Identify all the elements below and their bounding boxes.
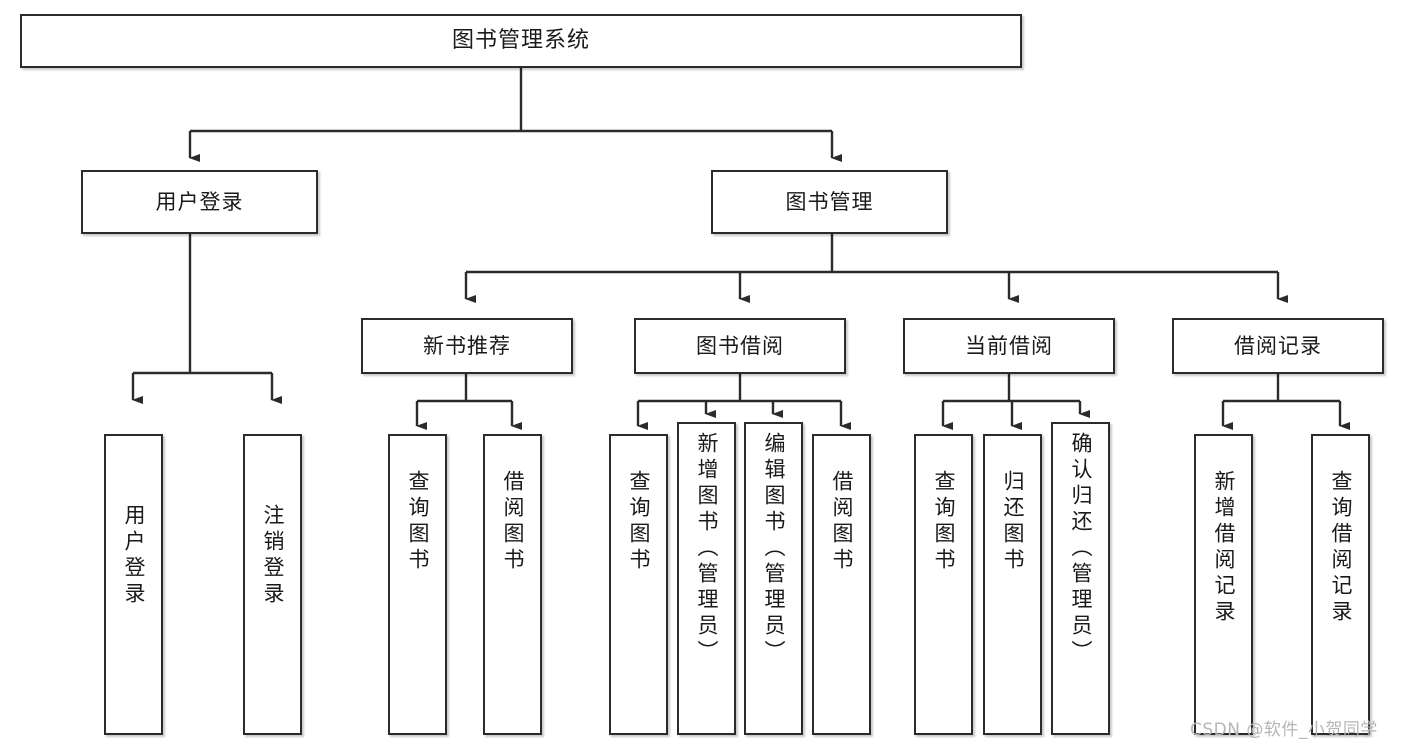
node-label: 确认归还（管理员）: [1069, 432, 1094, 666]
node-label: 查询图书: [627, 470, 652, 574]
node-label: 查询图书: [932, 470, 957, 574]
node-label: 借阅记录: [1234, 333, 1322, 358]
leaf-query-book-current[interactable]: 查询图书: [914, 434, 973, 735]
node-label: 查询图书: [406, 470, 431, 574]
leaf-return-book[interactable]: 归还图书: [983, 434, 1042, 735]
node-label: 归还图书: [1001, 470, 1026, 574]
node-user-login[interactable]: 用户登录: [81, 170, 318, 234]
node-label: 新增借阅记录: [1212, 470, 1237, 626]
leaf-query-borrow-record[interactable]: 查询借阅记录: [1311, 434, 1370, 735]
node-label: 图书管理系统: [451, 28, 590, 54]
leaf-logout-login[interactable]: 注销登录: [243, 434, 302, 735]
leaf-user-login[interactable]: 用户登录: [104, 434, 163, 735]
leaf-edit-book-admin[interactable]: 编辑图书（管理员）: [744, 422, 803, 735]
node-label: 用户登录: [122, 504, 147, 608]
leaf-borrow-book-recommend[interactable]: 借阅图书: [483, 434, 542, 735]
node-book-management[interactable]: 图书管理: [711, 170, 948, 234]
node-label: 新书推荐: [423, 333, 511, 358]
node-label: 注销登录: [261, 504, 286, 608]
node-label: 借阅图书: [501, 470, 526, 574]
leaf-confirm-return-admin[interactable]: 确认归还（管理员）: [1051, 422, 1110, 735]
node-label: 编辑图书（管理员）: [762, 432, 787, 666]
node-label: 图书借阅: [696, 333, 784, 358]
node-label: 查询借阅记录: [1329, 470, 1354, 626]
node-current-borrow[interactable]: 当前借阅: [903, 318, 1115, 374]
leaf-add-book-admin[interactable]: 新增图书（管理员）: [677, 422, 736, 735]
leaf-add-borrow-record[interactable]: 新增借阅记录: [1194, 434, 1253, 735]
node-root-system[interactable]: 图书管理系统: [20, 14, 1022, 68]
node-new-book-recommend[interactable]: 新书推荐: [361, 318, 573, 374]
node-label: 新增图书（管理员）: [695, 432, 720, 666]
node-label: 用户登录: [155, 189, 244, 214]
node-label: 图书管理: [785, 189, 874, 214]
node-label: 当前借阅: [965, 333, 1053, 358]
node-borrow-record[interactable]: 借阅记录: [1172, 318, 1384, 374]
node-book-borrow[interactable]: 图书借阅: [634, 318, 846, 374]
leaf-query-book-recommend[interactable]: 查询图书: [388, 434, 447, 735]
node-label: 借阅图书: [830, 470, 855, 574]
csdn-watermark: CSDN @软件_小贺同学: [1190, 720, 1378, 740]
leaf-query-book-borrow[interactable]: 查询图书: [609, 434, 668, 735]
leaf-borrow-book-borrow[interactable]: 借阅图书: [812, 434, 871, 735]
